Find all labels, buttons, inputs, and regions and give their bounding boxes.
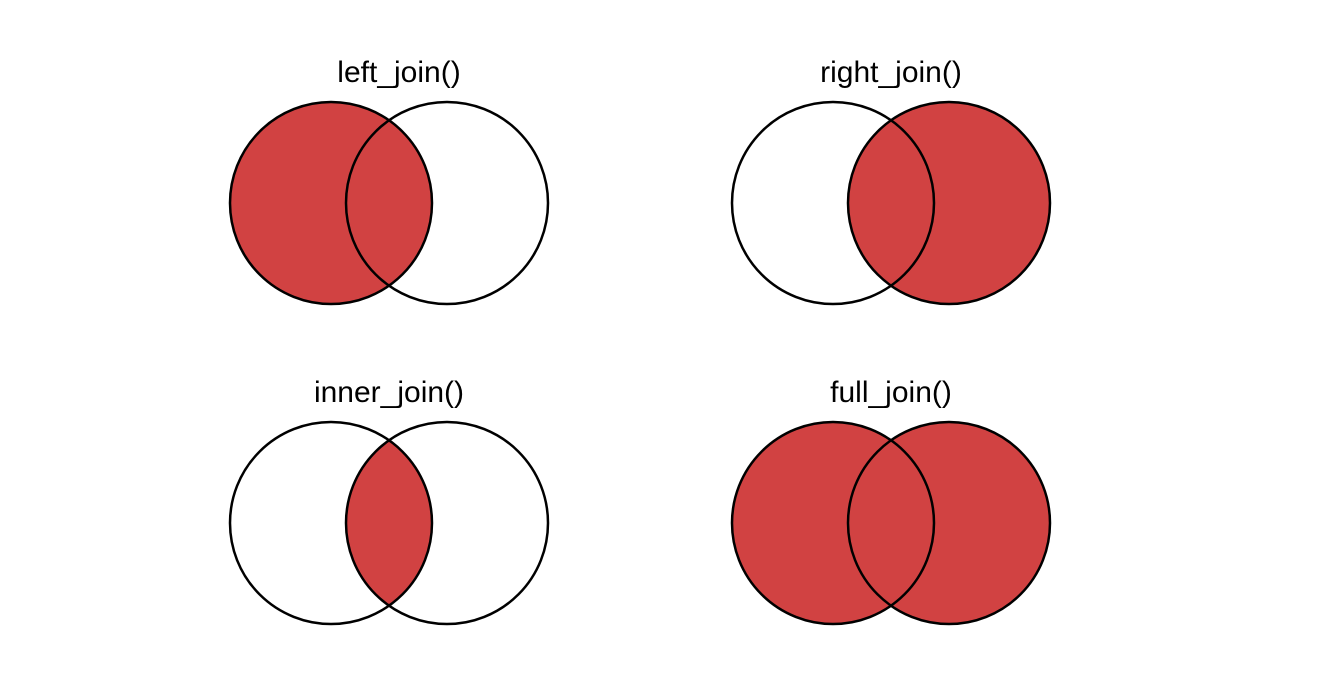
intersection-fill	[346, 422, 432, 624]
venn-title-right-join: right_join()	[820, 56, 962, 89]
left-set-circle	[228, 420, 434, 626]
venn-title-full-join: full_join()	[830, 376, 952, 409]
venn-full-join: full_join()	[730, 376, 1052, 626]
venn-left-join: left_join()	[228, 56, 550, 306]
left-set-circle	[730, 420, 936, 626]
right-set-circle	[344, 420, 550, 626]
left-set-circle	[228, 100, 434, 306]
venn-title-left-join: left_join()	[337, 56, 460, 89]
venn-title-inner-join: inner_join()	[314, 376, 464, 409]
right-set-circle	[846, 100, 1052, 306]
left-set-circle	[730, 100, 936, 306]
right-set-fill	[848, 102, 1050, 304]
venn-inner-join: inner_join()	[228, 376, 550, 626]
venn-right-join: right_join()	[730, 56, 1052, 306]
left-set-fill	[230, 102, 432, 304]
right-set-fill	[848, 422, 1050, 624]
right-set-circle	[344, 100, 550, 306]
right-set-circle	[846, 420, 1052, 626]
